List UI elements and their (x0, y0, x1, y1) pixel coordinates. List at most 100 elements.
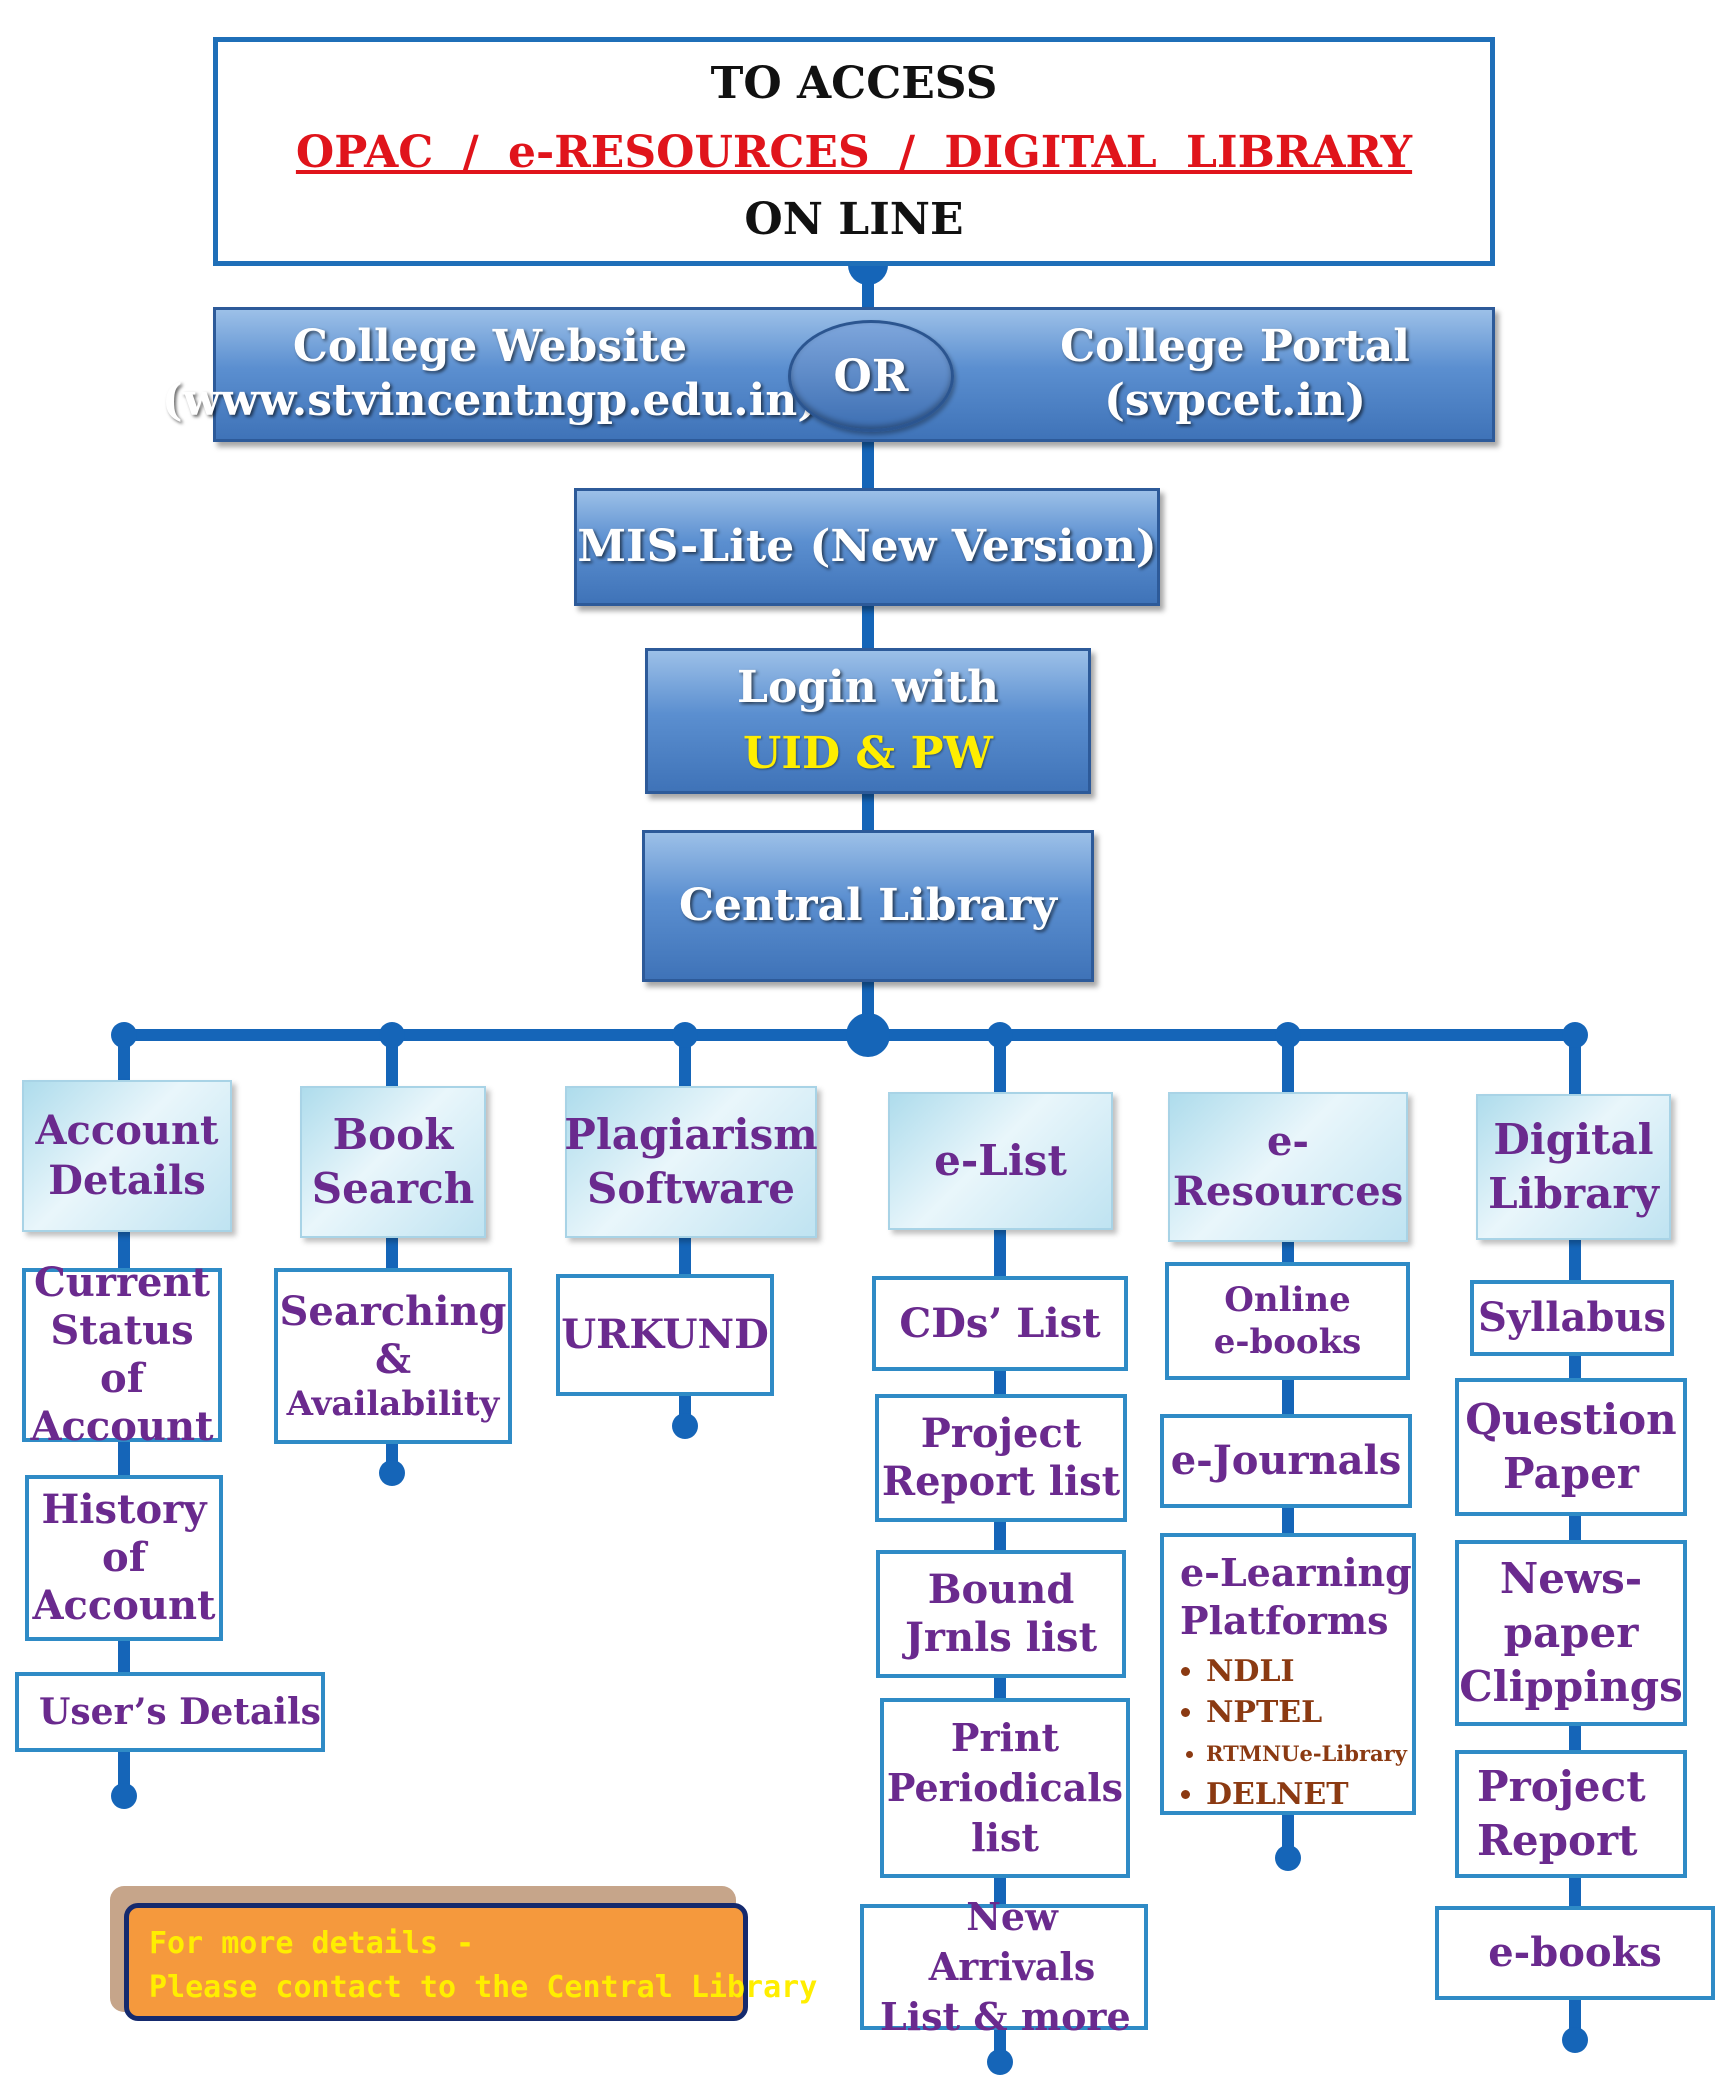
project-report-list-line: Project (920, 1410, 1082, 1457)
current-status-line: Status of (50, 1307, 194, 1402)
connector-dot (111, 1783, 137, 1809)
connector-dot (379, 1460, 405, 1486)
connector-dot (1562, 2027, 1588, 2053)
cds-list-box: CDs’ List (872, 1276, 1128, 1371)
plagiarism-title-line: Software (586, 1164, 796, 1213)
newspaper-line: Clippings (1459, 1662, 1683, 1711)
digital-library-box: Digital Library (1476, 1094, 1671, 1240)
platform-item: NPTEL (1206, 1692, 1407, 1733)
account-details-box: Account Details (22, 1080, 232, 1232)
bound-jrnls-list-box: Bound Jrnls list (876, 1550, 1126, 1678)
connector-dot (1275, 1022, 1301, 1048)
urkund-box: URKUND (556, 1274, 774, 1396)
project-report-list-box: Project Report list (875, 1394, 1127, 1522)
connector-dot (111, 1022, 137, 1048)
urkund-label: URKUND (561, 1311, 769, 1358)
syllabus-label: Syllabus (1477, 1294, 1666, 1341)
central-library-label: Central Library (679, 880, 1057, 931)
searching-line: & (374, 1336, 412, 1383)
contact-note: For more details - Please contact to the… (124, 1903, 818, 2021)
e-journals-label: e-Journals (1170, 1437, 1402, 1484)
online-ebooks-line: e-books (1213, 1322, 1362, 1362)
portal-title: College Portal (1060, 321, 1410, 372)
newspaper-clippings-box: News- paper Clippings (1455, 1540, 1687, 1726)
users-details-label: User’s Details (39, 1691, 321, 1733)
connector-dot (987, 1022, 1013, 1048)
e-books-box: e-books (1435, 1906, 1715, 2000)
print-periodicals-line: Periodicals (886, 1765, 1124, 1810)
platform-item: RTMNUe-Library (1206, 1733, 1407, 1774)
e-resources-title-line: Resources (1172, 1168, 1404, 1215)
title-line-3: ON LINE (744, 194, 964, 245)
history-box: History of Account (25, 1475, 223, 1641)
current-status-box: Current Status of Account (22, 1259, 222, 1450)
connector-dot (987, 2049, 1013, 2075)
or-oval: OR (788, 320, 954, 432)
plagiarism-software-box: Plagiarism Software (564, 1086, 818, 1238)
login-label: Login with (737, 662, 999, 713)
project-report-list-line: Report list (881, 1458, 1121, 1505)
e-learning-platforms-box: e-Learning Platforms NDLI NPTEL RTMNUe-L… (1160, 1533, 1416, 1815)
connector-dot (379, 1022, 405, 1048)
question-paper-box: Question Paper (1455, 1378, 1687, 1516)
newspaper-line: News- (1499, 1554, 1643, 1603)
connector-dot (1562, 1022, 1588, 1048)
bound-jrnls-line: Bound (927, 1566, 1075, 1613)
online-ebooks-box: Online e-books (1165, 1262, 1410, 1380)
e-books-label: e-books (1488, 1929, 1662, 1976)
portal-url: (svpcet.in) (1104, 375, 1366, 426)
new-arrivals-line: New Arrivals (928, 1894, 1096, 1989)
website-url: (www.stvincentngp.edu.in) (161, 375, 819, 426)
digital-title-line: Library (1488, 1169, 1659, 1218)
connector-dot (1275, 1845, 1301, 1871)
connector-dot (672, 1413, 698, 1439)
searching-availability-box: Searching & Availability (274, 1268, 512, 1444)
newspaper-line: paper (1503, 1608, 1639, 1657)
mis-lite-box: MIS-Lite (New Version) (574, 488, 1160, 606)
e-resources-box: e- Resources (1168, 1092, 1408, 1242)
book-search-box: Book Search (300, 1086, 486, 1238)
project-report-line: Project (1477, 1762, 1646, 1811)
history-line: Account (32, 1582, 216, 1629)
online-ebooks-line: Online (1224, 1280, 1351, 1320)
platforms-title-line: Platforms (1180, 1598, 1389, 1643)
title-box: TO ACCESS OPAC / e-RESOURCES / DIGITAL L… (213, 37, 1495, 266)
history-line: History (41, 1486, 207, 1533)
e-list-title: e-List (934, 1136, 1067, 1185)
searching-line: Searching (279, 1288, 507, 1335)
uid-pw-label: UID & PW (743, 728, 993, 779)
title-line-1: TO ACCESS (710, 58, 998, 109)
question-paper-line: Paper (1503, 1449, 1639, 1498)
users-details-box: User’s Details (15, 1672, 325, 1752)
history-line: of (102, 1534, 146, 1581)
plagiarism-title-line: Plagiarism (564, 1110, 818, 1159)
bound-jrnls-line: Jrnls list (904, 1614, 1098, 1661)
e-list-box: e-List (888, 1092, 1113, 1230)
cds-list-label: CDs’ List (899, 1299, 1101, 1347)
title-line-2: OPAC / e-RESOURCES / DIGITAL LIBRARY (295, 127, 1413, 178)
new-arrivals-box: New Arrivals List & more (860, 1894, 1148, 2039)
platform-item: DELNET (1206, 1774, 1407, 1815)
mis-lite-label: MIS-Lite (New Version) (577, 521, 1157, 572)
note-line: For more details - (149, 1926, 475, 1961)
login-box: Login with UID & PW (645, 648, 1091, 794)
project-report-line: Report (1477, 1816, 1638, 1865)
syllabus-box: Syllabus (1470, 1280, 1674, 1356)
current-status-line: Current (33, 1259, 211, 1306)
searching-line: Availability (286, 1384, 500, 1424)
question-paper-line: Question (1465, 1395, 1677, 1444)
note-line: Please contact to the Central Library (149, 1970, 818, 2005)
book-title-line: Book (332, 1110, 454, 1159)
central-library-box: Central Library (642, 830, 1094, 982)
account-title-line: Account (35, 1107, 219, 1154)
new-arrivals-line: List & more (880, 1994, 1131, 2039)
project-report-box: Project Report (1455, 1750, 1687, 1878)
platforms-list: NDLI NPTEL RTMNUe-Library DELNET (1180, 1651, 1407, 1815)
connector-dot (846, 1013, 890, 1057)
print-periodicals-line: list (971, 1815, 1039, 1860)
book-title-line: Search (311, 1164, 475, 1213)
connector-dot (672, 1022, 698, 1048)
account-title-line: Details (48, 1157, 206, 1204)
e-resources-title-line: e- (1266, 1118, 1310, 1165)
e-journals-box: e-Journals (1160, 1414, 1412, 1508)
